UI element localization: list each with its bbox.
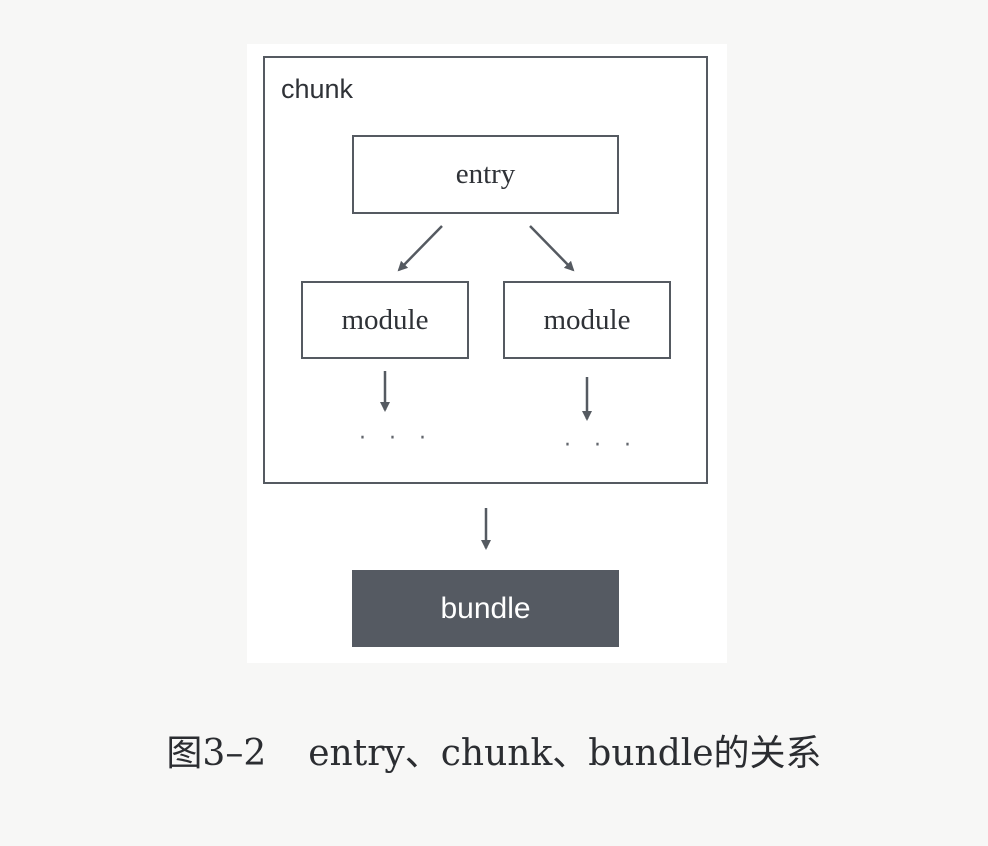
chunk-container: [263, 56, 708, 484]
bundle-node: bundle: [352, 570, 619, 647]
bundle-node-label: bundle: [440, 591, 531, 625]
module-node-left: module: [301, 281, 469, 359]
chunk-label: chunk: [281, 74, 354, 104]
ellipsis-left: · · ·: [359, 426, 434, 451]
figure-caption: 图3–2 entry、chunk、bundle的关系: [0, 724, 988, 776]
module-node-right-label: module: [543, 303, 631, 336]
figure-title: entry、chunk、bundle的关系: [308, 733, 822, 774]
entry-node-label: entry: [455, 158, 516, 190]
figure-number: 图3–2: [166, 733, 267, 774]
diagram-canvas: chunk entry module module · · · · · · bu…: [247, 44, 727, 663]
module-node-left-label: module: [341, 303, 429, 336]
ellipsis-right: · · ·: [564, 433, 639, 458]
entry-node: entry: [352, 135, 619, 214]
module-node-right: module: [503, 281, 671, 359]
